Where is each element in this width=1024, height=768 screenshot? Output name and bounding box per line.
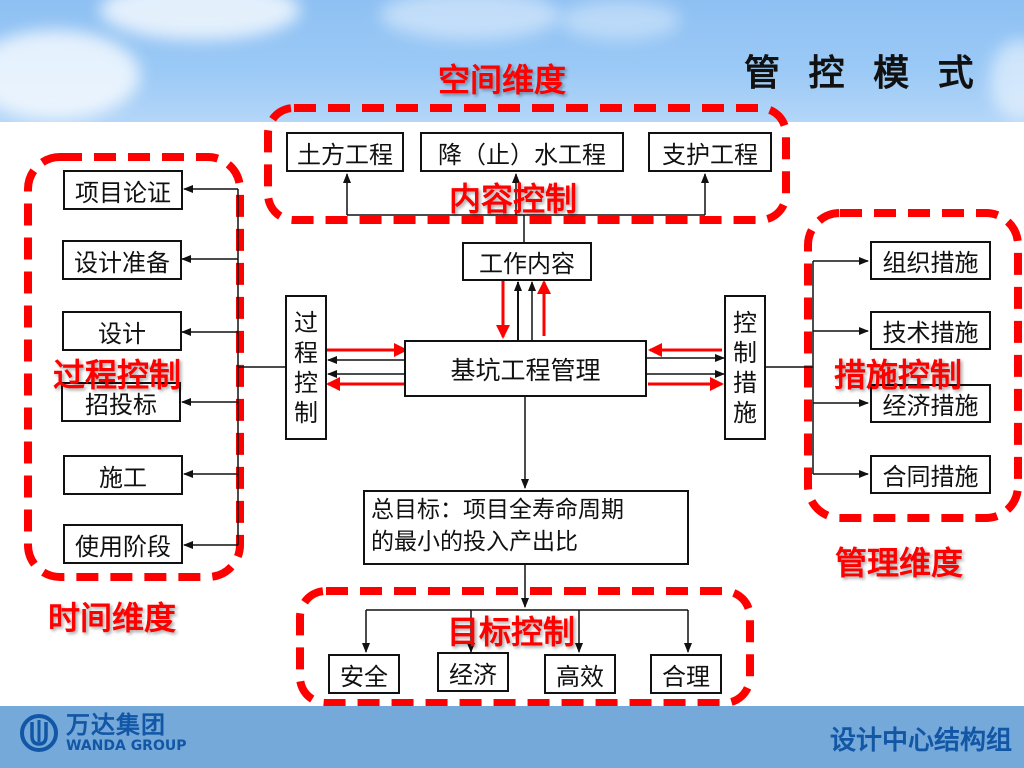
main-foundation-pit-management-box: 基坑工程管理 <box>404 340 647 397</box>
process-control-char: 过 <box>294 308 318 337</box>
process-item-usage-stage: 使用阶段 <box>63 524 183 564</box>
process-control-label: 过程控制 <box>53 356 182 394</box>
content-item-support: 支护工程 <box>648 132 772 172</box>
control-measures-box: 控 制 措 施 <box>724 295 766 440</box>
logo-chinese-name: 万达集团 <box>66 711 166 739</box>
time-dimension-label: 时间维度 <box>48 599 177 637</box>
space-dimension-frame <box>264 104 790 224</box>
control-measures-char: 措 <box>733 368 757 397</box>
goal-item-rationality: 合理 <box>650 654 722 694</box>
space-dimension-label: 空间维度 <box>438 61 567 99</box>
measures-control-label: 措施控制 <box>834 356 963 394</box>
content-item-dewatering: 降（止）水工程 <box>420 132 624 172</box>
control-measures-char: 施 <box>733 398 757 427</box>
control-measures-char: 控 <box>733 308 757 337</box>
footer-bar <box>0 706 1024 768</box>
process-item-project-justification: 项目论证 <box>63 170 183 210</box>
process-control-char: 控 <box>294 368 318 397</box>
wanda-logo-icon <box>20 714 58 752</box>
goal-item-economy: 经济 <box>437 652 509 692</box>
process-item-construction: 施工 <box>63 455 183 495</box>
goal-line-1: 总目标：项目全寿命周期 <box>371 497 624 523</box>
goal-frame <box>296 587 754 707</box>
goal-item-safety: 安全 <box>328 654 400 694</box>
overall-goal-box: 总目标：项目全寿命周期 的最小的投入产出比 <box>363 490 689 565</box>
measure-item-organizational: 组织措施 <box>870 241 991 280</box>
department-label: 设计中心结构组 <box>829 726 1012 756</box>
goal-control-label: 目标控制 <box>447 613 576 651</box>
management-dimension-label: 管理维度 <box>835 544 964 582</box>
management-dimension-frame <box>804 209 1022 522</box>
sky-header-background <box>0 0 1024 122</box>
process-control-char: 程 <box>294 338 318 367</box>
goal-line-2: 的最小的投入产出比 <box>371 529 578 555</box>
process-control-char: 制 <box>294 398 318 427</box>
control-measures-char: 制 <box>733 338 757 367</box>
content-control-label: 内容控制 <box>449 180 578 218</box>
content-item-earthwork: 土方工程 <box>286 132 404 172</box>
logo-english-name: WANDA GROUP <box>66 738 187 754</box>
measure-item-technical: 技术措施 <box>870 311 991 350</box>
process-control-box: 过 程 控 制 <box>285 295 327 440</box>
measure-item-economic: 经济措施 <box>870 384 991 423</box>
measure-item-contract: 合同措施 <box>870 455 991 494</box>
goal-item-efficiency: 高效 <box>544 654 616 694</box>
process-item-design: 设计 <box>62 311 182 351</box>
wanda-logo: 万达集团 WANDA GROUP <box>18 712 187 754</box>
process-item-design-preparation: 设计准备 <box>62 240 182 280</box>
slide-title: 管 控 模 式 <box>744 53 982 94</box>
process-item-bidding: 招投标 <box>61 382 181 422</box>
work-content-box: 工作内容 <box>462 242 592 281</box>
